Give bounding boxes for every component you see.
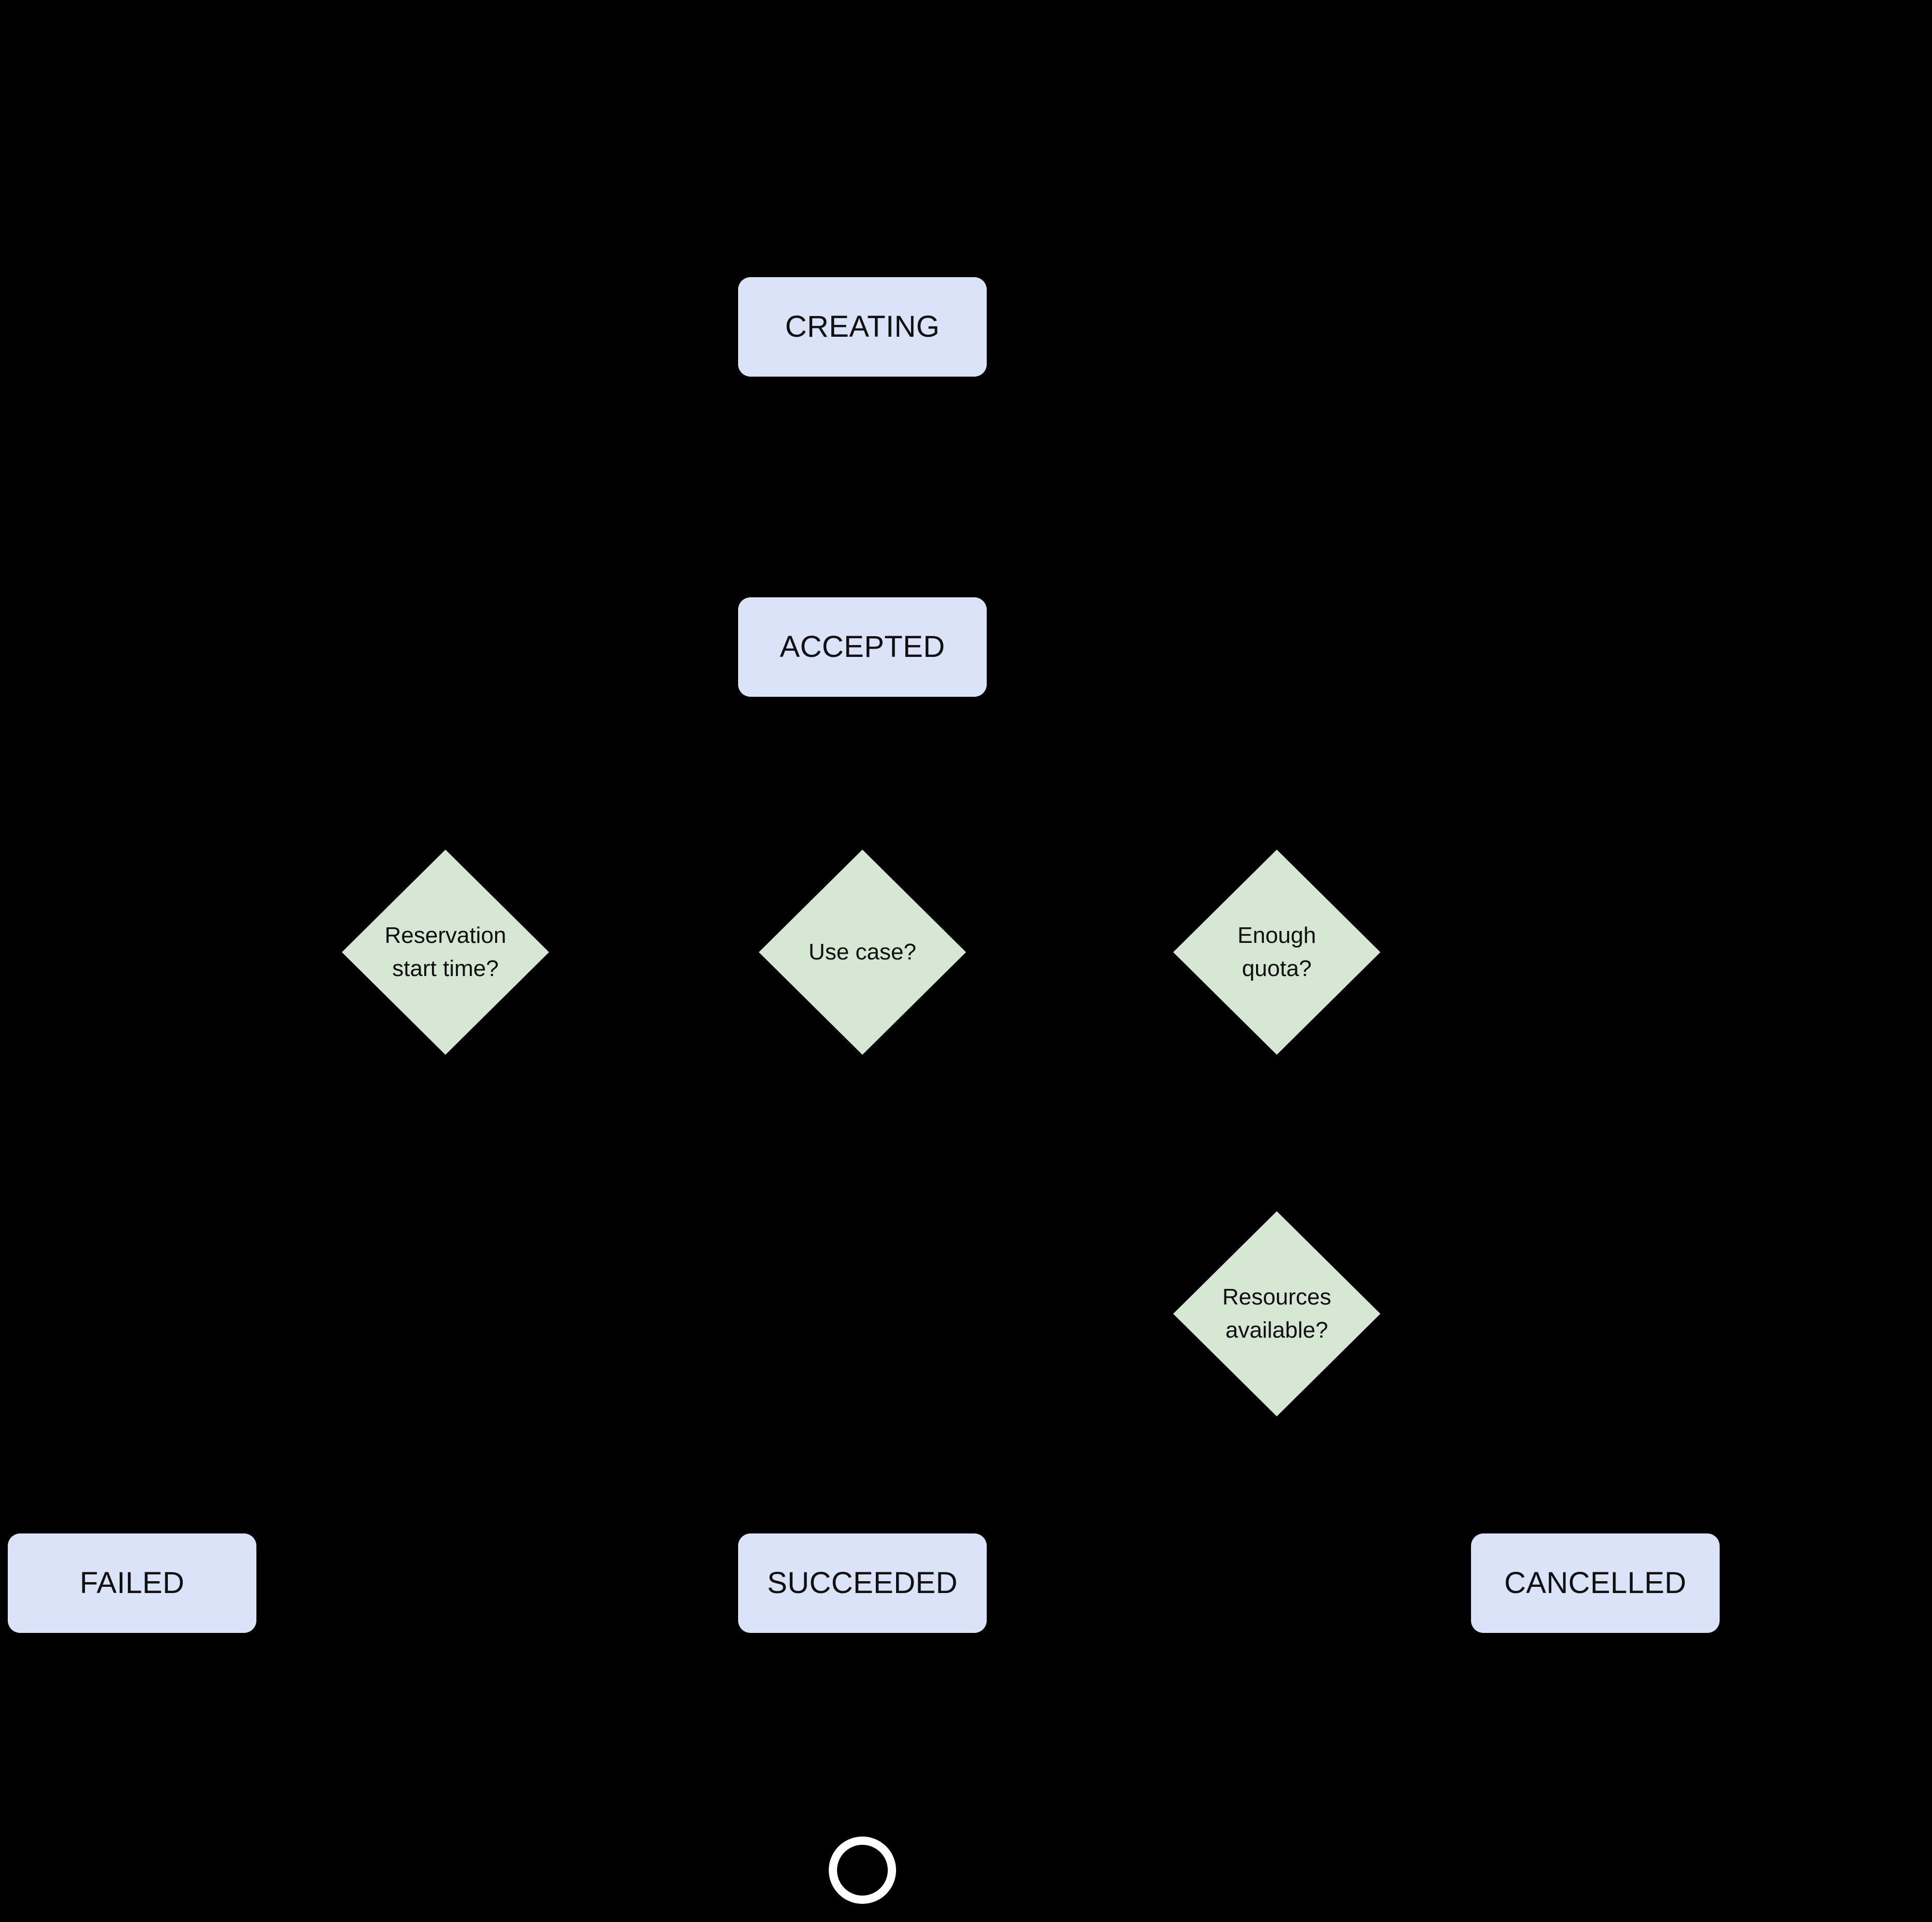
edge-reservation-start-time-to-failed	[116, 1054, 448, 1579]
decision-label-resources-available: Resources available?	[1222, 1284, 1332, 1343]
decision-resources-available[interactable]: Resources available?	[1173, 1211, 1380, 1416]
edge-accepted-to-enough-quota	[860, 697, 1293, 854]
state-label-accepted: ACCEPTED	[780, 630, 945, 664]
state-box-accepted[interactable]: ACCEPTED	[738, 597, 987, 697]
state-label-succeeded: SUCCEEDED	[767, 1566, 958, 1600]
state-box-failed[interactable]: FAILED	[8, 1533, 256, 1633]
state-box-succeeded[interactable]: SUCCEEDED	[738, 1533, 987, 1633]
decision-reservation-start-time[interactable]: Reservation start time?	[342, 850, 549, 1055]
edge-accepted-to-reservation-start-time	[429, 697, 864, 854]
state-box-creating[interactable]: CREATING	[738, 277, 987, 377]
decision-label-reservation-start-time: Reservation start time?	[384, 923, 507, 981]
state-label-cancelled: CANCELLED	[1504, 1566, 1686, 1600]
state-box-cancelled[interactable]: CANCELLED	[1471, 1533, 1720, 1633]
state-label-creating: CREATING	[785, 310, 940, 344]
decision-label-use-case: Use case?	[809, 939, 916, 965]
end-node-circle-icon[interactable]	[829, 1837, 896, 1904]
decision-use-case[interactable]: Use case?	[759, 850, 966, 1055]
decision-label-enough-quota: Enough quota?	[1237, 923, 1316, 981]
state-label-failed: FAILED	[79, 1566, 185, 1600]
decision-enough-quota[interactable]: Enough quota?	[1173, 850, 1380, 1055]
